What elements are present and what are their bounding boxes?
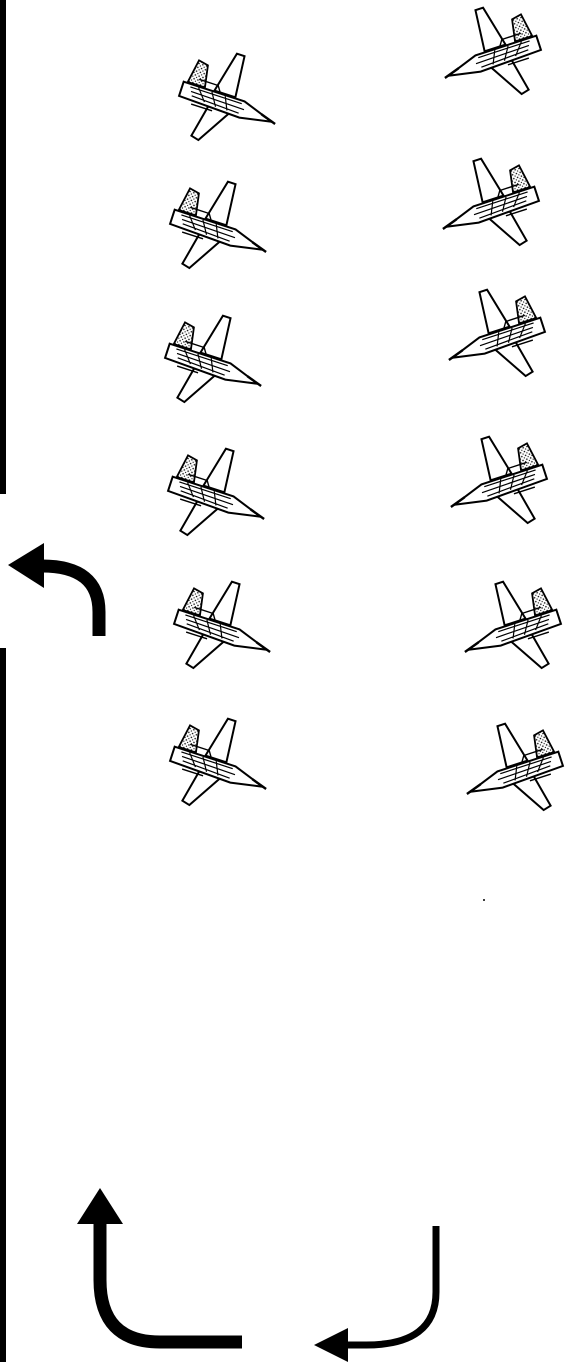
fighter-jet-icon bbox=[448, 569, 572, 689]
fighter-jet-icon bbox=[432, 277, 556, 397]
left-formation bbox=[154, 41, 292, 826]
fighter-jet-icon bbox=[450, 711, 574, 831]
fighter-jet-icon bbox=[159, 169, 283, 289]
border-bar-bottom bbox=[0, 648, 6, 1362]
fighter-jet-icon bbox=[168, 41, 292, 161]
border-bar-top bbox=[0, 0, 6, 494]
fighter-jet-icon bbox=[159, 706, 283, 826]
curved-arrow-down-left-icon bbox=[314, 1226, 436, 1362]
fighter-jet-icon bbox=[163, 569, 287, 689]
curved-arrow-left-icon bbox=[8, 543, 99, 636]
fighter-jet-icon bbox=[434, 424, 558, 544]
curved-arrow-up-icon bbox=[77, 1188, 242, 1342]
fighter-jet-icon bbox=[157, 436, 281, 556]
right-formation bbox=[426, 0, 574, 831]
speck bbox=[483, 899, 485, 901]
fighter-jet-icon bbox=[154, 303, 278, 423]
fighter-jet-icon bbox=[428, 0, 552, 115]
fighter-jet-icon bbox=[426, 146, 550, 266]
